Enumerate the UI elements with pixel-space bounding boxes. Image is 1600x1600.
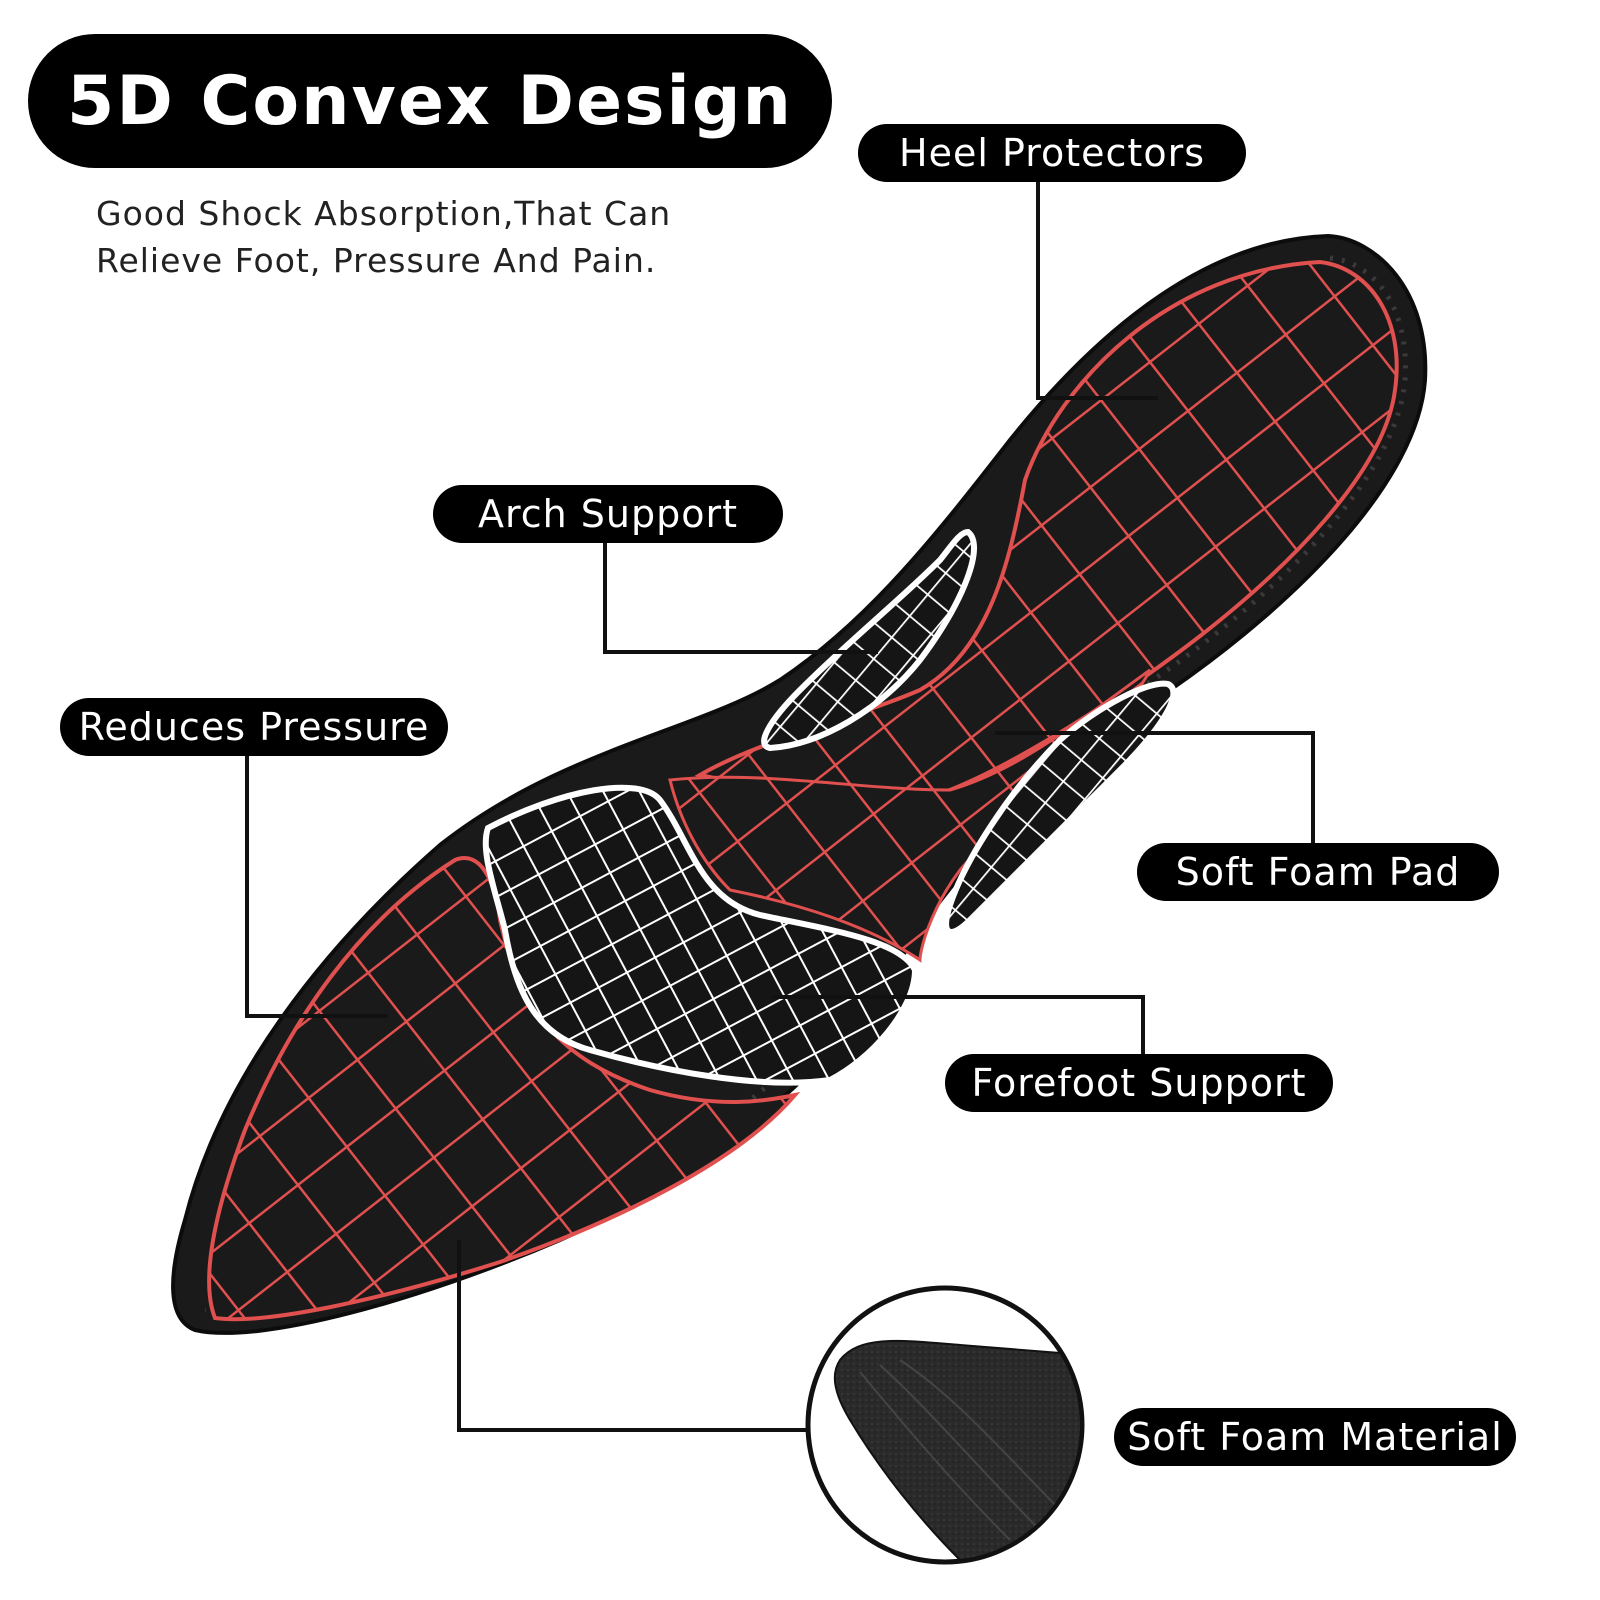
soft-foam-material-label: Soft Foam Material [1114,1408,1516,1466]
soft-foam-material-leader [457,1240,808,1432]
forefoot-pad [482,784,919,1086]
arch-support-leader [603,540,878,654]
subtitle-line-2: Relieve Foot, Pressure And Pain. [96,241,657,280]
arch-pad [761,528,977,752]
reduces-pressure-label: Reduces Pressure [60,698,448,756]
reduces-pressure-text: Reduces Pressure [78,705,430,749]
subtitle-line-1: Good Shock Absorption,That Can [96,194,672,233]
heel-protectors-text: Heel Protectors [899,131,1205,175]
title-banner: 5D Convex Design [28,34,832,168]
forefoot-support-leader [772,995,1145,1057]
callout-leader-lines [245,180,1315,1432]
page-title: 5D Convex Design [67,61,793,141]
soft-foam-pad-leader [995,731,1315,845]
forefoot-support-text: Forefoot Support [971,1061,1307,1105]
arch-support-text: Arch Support [477,492,739,536]
soft-foam-pad-text: Soft Foam Pad [1175,850,1461,894]
soft-foam-material-text: Soft Foam Material [1127,1415,1503,1459]
heel-protectors-label: Heel Protectors [858,124,1246,182]
reduces-pressure-leader [245,752,388,1018]
arch-support-label: Arch Support [433,485,783,543]
heel-protectors-leader [1036,180,1158,400]
soft-foam-pad-label: Soft Foam Pad [1137,843,1499,901]
subtitle: Good Shock Absorption,That Can Relieve F… [96,190,671,284]
forefoot-support-label: Forefoot Support [945,1054,1333,1112]
foam-material-sample [833,1339,1080,1560]
